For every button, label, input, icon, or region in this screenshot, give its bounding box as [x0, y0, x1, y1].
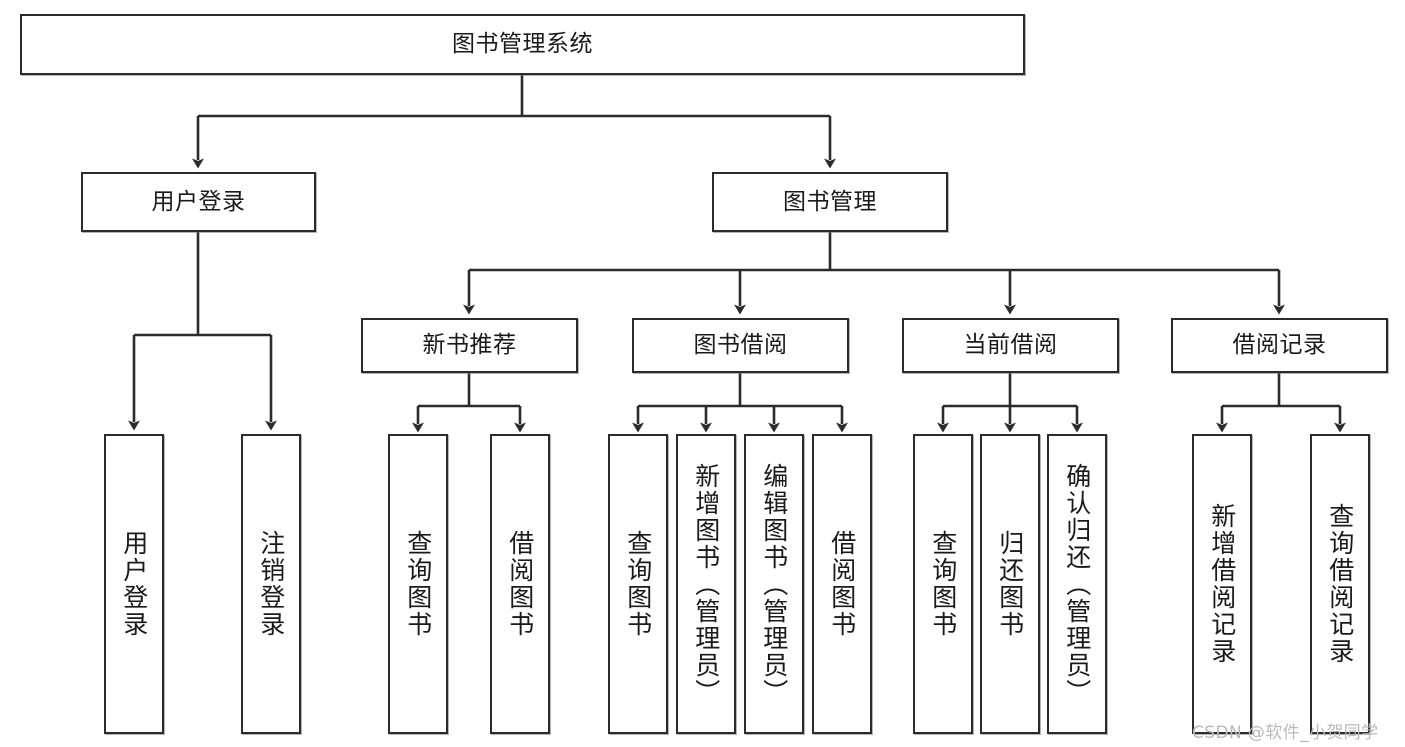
leaf-add-book-label: 新增图书（管理员）	[691, 462, 721, 706]
leaf-query-book-2-label: 查询图书	[623, 530, 653, 638]
leaf-return-book[interactable]: 归还图书	[980, 434, 1040, 734]
leaf-edit-book[interactable]: 编辑图书（管理员）	[744, 434, 804, 734]
leaf-user-logout[interactable]: 注销登录	[241, 434, 301, 734]
leaf-query-book-1[interactable]: 查询图书	[388, 434, 448, 734]
node-new-book-recommendation[interactable]: 新书推荐	[361, 318, 578, 373]
node-book-management-label: 图书管理	[783, 188, 877, 215]
leaf-user-login[interactable]: 用户登录	[104, 434, 164, 734]
leaf-borrow-book-2-label: 借阅图书	[827, 530, 857, 638]
leaf-add-book[interactable]: 新增图书（管理员）	[676, 434, 736, 734]
node-user-login-label: 用户登录	[151, 188, 246, 215]
node-book-borrow[interactable]: 图书借阅	[632, 318, 849, 373]
leaf-return-book-label: 归还图书	[995, 530, 1025, 638]
leaf-confirm-return-label: 确认归还（管理员）	[1062, 462, 1092, 706]
csdn-watermark: CSDN @软件_小贺同学	[1192, 723, 1379, 743]
node-book-borrow-label: 图书借阅	[693, 332, 788, 359]
node-root-label: 图书管理系统	[452, 31, 593, 58]
node-new-book-recommendation-label: 新书推荐	[422, 332, 517, 359]
leaf-add-borrow-record[interactable]: 新增借阅记录	[1192, 434, 1252, 734]
leaf-user-logout-label: 注销登录	[256, 530, 286, 638]
node-root[interactable]: 图书管理系统	[20, 14, 1025, 75]
node-current-borrow[interactable]: 当前借阅	[902, 318, 1119, 373]
leaf-query-borrow-record-label: 查询借阅记录	[1325, 503, 1355, 665]
leaf-query-book-1-label: 查询图书	[403, 530, 433, 638]
leaf-borrow-book-1-label: 借阅图书	[505, 530, 535, 638]
node-borrow-record-label: 借阅记录	[1232, 332, 1327, 359]
leaf-user-login-label: 用户登录	[119, 530, 149, 638]
node-book-management[interactable]: 图书管理	[712, 172, 948, 232]
leaf-edit-book-label: 编辑图书（管理员）	[759, 462, 789, 706]
leaf-borrow-book-2[interactable]: 借阅图书	[812, 434, 872, 734]
leaf-query-borrow-record[interactable]: 查询借阅记录	[1310, 434, 1370, 734]
leaf-query-book-2[interactable]: 查询图书	[608, 434, 668, 734]
leaf-borrow-book-1[interactable]: 借阅图书	[490, 434, 550, 734]
node-borrow-record[interactable]: 借阅记录	[1171, 318, 1388, 373]
node-user-login[interactable]: 用户登录	[81, 172, 316, 232]
leaf-query-book-3-label: 查询图书	[928, 530, 958, 638]
leaf-confirm-return[interactable]: 确认归还（管理员）	[1047, 434, 1107, 734]
node-current-borrow-label: 当前借阅	[963, 332, 1058, 359]
leaf-add-borrow-record-label: 新增借阅记录	[1207, 503, 1237, 665]
leaf-query-book-3[interactable]: 查询图书	[913, 434, 973, 734]
